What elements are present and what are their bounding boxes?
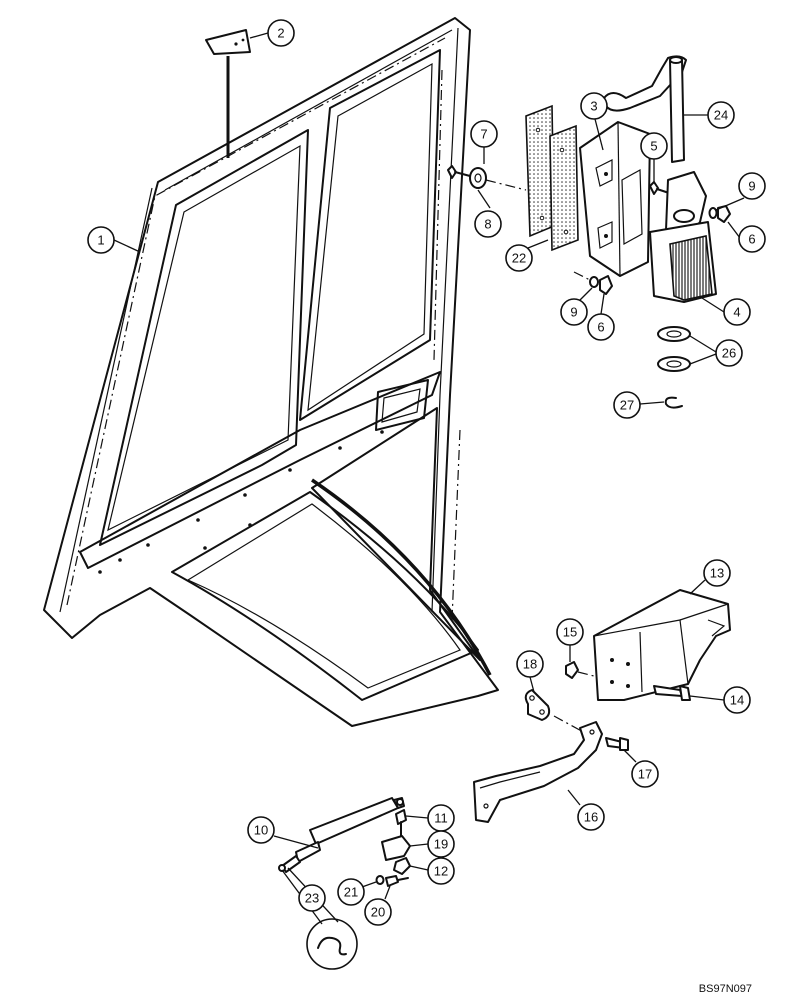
callout-17: 17: [631, 760, 659, 788]
callout-5: 5: [640, 132, 668, 160]
svg-text:9: 9: [570, 305, 577, 320]
callout-15: 15: [556, 618, 584, 646]
latch-bracket: [579, 121, 651, 277]
svg-text:19: 19: [434, 837, 448, 852]
svg-text:4: 4: [733, 305, 740, 320]
svg-text:12: 12: [434, 864, 448, 879]
callout-21: 21: [337, 878, 365, 906]
strut-mount-hardware: [375, 809, 411, 887]
svg-text:13: 13: [710, 566, 724, 581]
svg-text:2: 2: [277, 26, 284, 41]
drawing-code: BS97N097: [699, 983, 752, 995]
svg-text:11: 11: [434, 811, 448, 826]
svg-text:6: 6: [748, 232, 755, 247]
callout-6a: 6: [738, 225, 766, 253]
callout-9a: 9: [738, 172, 766, 200]
bolt-and-grommet: [447, 165, 527, 209]
svg-text:1: 1: [97, 233, 104, 248]
callout-4: 4: [723, 298, 751, 326]
svg-text:5: 5: [650, 139, 657, 154]
hinge-hardware-lower: [573, 271, 613, 295]
callout-1: 1: [87, 226, 115, 254]
callout-14: 14: [723, 686, 751, 714]
callout-6b: 6: [587, 313, 615, 341]
wear-pads: [525, 104, 579, 252]
svg-text:8: 8: [484, 217, 491, 232]
callout-24: 24: [707, 101, 735, 129]
svg-text:3: 3: [590, 99, 597, 114]
callout-12: 12: [427, 857, 455, 885]
svg-text:7: 7: [480, 127, 487, 142]
svg-text:14: 14: [730, 693, 744, 708]
support-arm: [473, 721, 629, 823]
svg-text:27: 27: [620, 398, 634, 413]
callout-labels: 1 2 3 4 5 6 6 7 8 9 9 10 11: [87, 19, 766, 926]
bracket-hardware: [565, 661, 691, 701]
callout-13: 13: [703, 559, 731, 587]
svg-text:18: 18: [523, 657, 537, 672]
svg-text:26: 26: [722, 346, 736, 361]
callout-2: 2: [267, 19, 295, 47]
callout-22: 22: [505, 244, 533, 272]
svg-text:15: 15: [563, 625, 577, 640]
washers-and-clip: [657, 326, 691, 409]
svg-text:23: 23: [305, 891, 319, 906]
callout-9b: 9: [560, 298, 588, 326]
callout-7: 7: [470, 120, 498, 148]
callout-16: 16: [577, 803, 605, 831]
callout-3: 3: [580, 92, 608, 120]
glass-seal-clip: [205, 29, 251, 158]
svg-text:10: 10: [254, 823, 268, 838]
callout-20: 20: [364, 898, 392, 926]
mount-bracket: [593, 589, 731, 701]
svg-text:22: 22: [512, 251, 526, 266]
svg-text:21: 21: [344, 885, 358, 900]
hinge-block: [649, 171, 717, 303]
svg-text:24: 24: [714, 108, 728, 123]
callout-11: 11: [427, 804, 455, 832]
svg-text:17: 17: [638, 767, 652, 782]
door-frame: [43, 17, 499, 727]
callout-10: 10: [247, 816, 275, 844]
callout-18: 18: [516, 650, 544, 678]
svg-text:16: 16: [584, 810, 598, 825]
callout-8: 8: [474, 210, 502, 238]
callout-23: 23: [298, 884, 326, 912]
svg-text:9: 9: [748, 179, 755, 194]
svg-text:6: 6: [597, 320, 604, 335]
retaining-clip-detail: [281, 867, 358, 970]
svg-text:20: 20: [371, 905, 385, 920]
callout-19: 19: [427, 830, 455, 858]
gas-strut: [278, 797, 405, 873]
callout-27: 27: [613, 391, 641, 419]
callout-26: 26: [715, 339, 743, 367]
handle-rod: [603, 55, 687, 163]
